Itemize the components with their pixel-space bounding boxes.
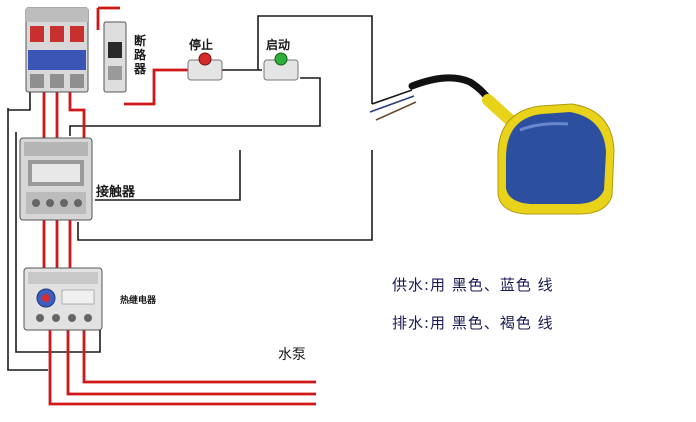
supply-note: 供水:用 黑色、蓝色 线 — [392, 276, 554, 294]
wire-red-breaker-stop — [124, 68, 190, 106]
wire-red-pump-2 — [66, 328, 316, 396]
wire-black-aux — [95, 150, 241, 201]
single-breaker — [103, 21, 127, 93]
drain-note: 排水:用 黑色、褐色 线 — [392, 314, 554, 332]
wire-red-pump-1 — [48, 328, 316, 406]
contactor-device — [19, 137, 93, 221]
thermal-relay-label: 热继电器 — [120, 296, 157, 306]
wire-black-left-inner — [15, 132, 101, 353]
float-switch — [369, 74, 615, 215]
wire-black-float — [77, 150, 373, 241]
start-label: 启动 — [266, 38, 291, 52]
pump-label: 水泵 — [278, 347, 306, 363]
main-breaker — [25, 7, 89, 93]
contactor-label: 接触器 — [96, 185, 136, 200]
start-button-device — [263, 52, 299, 81]
thermal-relay-device — [23, 267, 103, 331]
wire-black-start-up — [257, 15, 373, 104]
wire-black-coil — [69, 77, 321, 136]
wire-red-breaker-out — [96, 6, 120, 30]
stop-button-device — [187, 52, 223, 81]
wire-red-l3 — [68, 92, 86, 138]
breaker-label: 断路器 — [134, 34, 147, 76]
wire-red-pump-3 — [82, 328, 316, 384]
stop-label: 停止 — [189, 38, 214, 52]
wire-black-breaker — [8, 92, 31, 111]
wire-black-left-outer — [7, 108, 48, 371]
